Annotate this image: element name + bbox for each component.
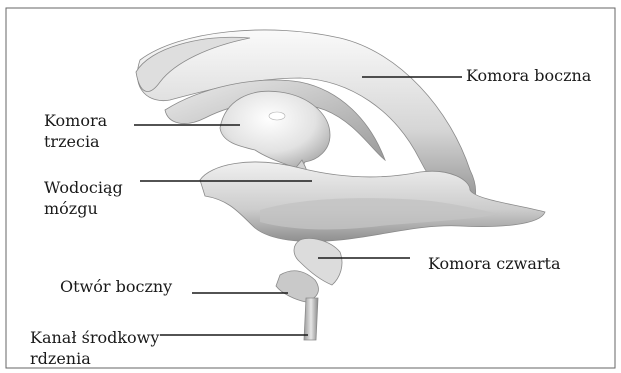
interthalamic-adhesion [269,112,285,120]
label-third-ventricle-2: trzecia [44,132,100,152]
lateral-aperture-shape [276,271,318,302]
label-central-canal-2: rdzenia [30,349,91,369]
label-aqueduct-1: Wodociąg [44,178,123,198]
label-central-canal-1: Kanał środkowy [30,328,159,348]
central-canal-shape [304,298,318,340]
label-lateral-aperture: Otwór boczny [60,277,172,297]
label-aqueduct-2: mózgu [44,199,98,219]
label-lateral-ventricle: Komora boczna [466,66,591,86]
label-third-ventricle-1: Komora [44,111,107,131]
label-fourth-ventricle: Komora czwarta [428,254,560,274]
